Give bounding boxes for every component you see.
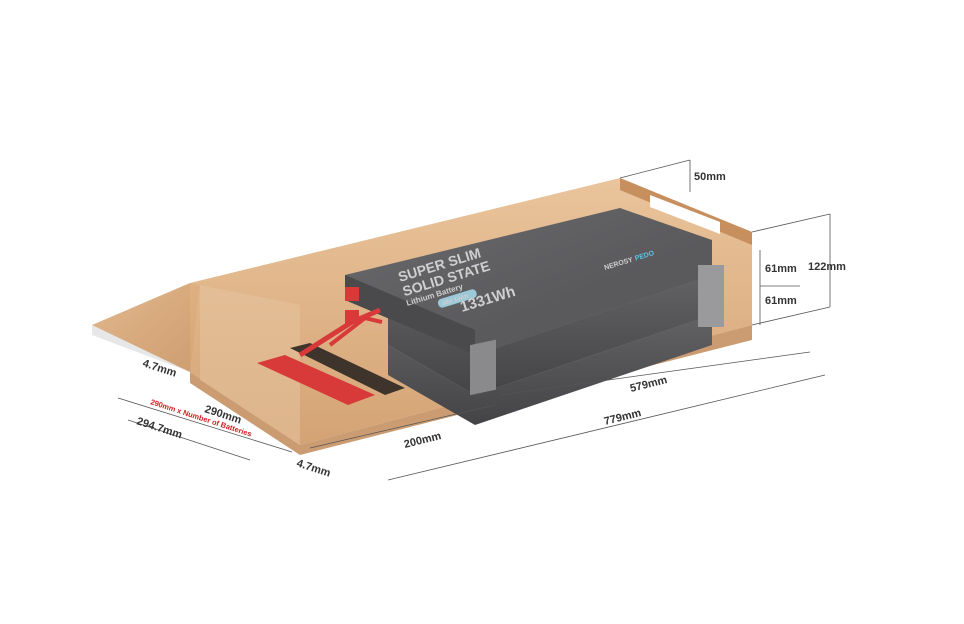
dim-battery-height-upper: 61mm [765,263,797,275]
terminal-positive [345,287,359,301]
dim-wall-front: 4.7mm [295,457,332,479]
dim-total-length: 779mm [603,407,643,428]
battery-lower-side [388,315,712,425]
dim-top-clearance: 50mm [694,171,726,183]
dim-busbar-space: 200mm [403,430,443,451]
dim-total-width: 294.7mm [135,415,184,441]
busbar-assembly [257,307,405,405]
dimension-lines [117,159,831,481]
dim-total-height: 122mm [808,261,846,273]
dim-battery-height-lower: 61mm [765,295,797,307]
battery-upper-side [388,275,712,395]
busbar-red [257,355,375,405]
dim-battery-length: 579mm [629,374,669,395]
end-bracket-front [470,339,496,396]
battery-stack [345,208,724,425]
busbar-black [290,343,405,395]
end-bracket-right [698,265,724,327]
battery-badge-bg [437,289,477,308]
handle-slot [650,195,720,234]
box-lid-flap [92,283,200,372]
